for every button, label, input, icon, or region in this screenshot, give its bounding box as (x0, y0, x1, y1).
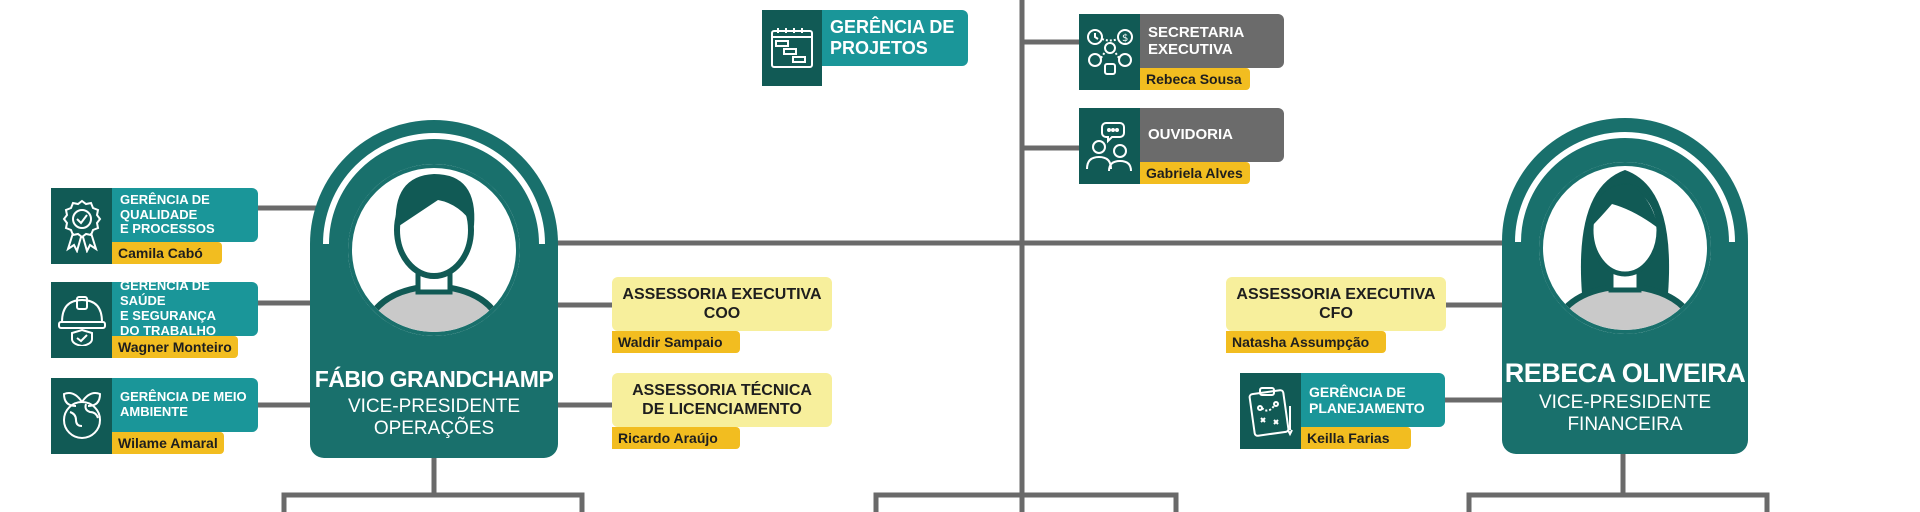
vp-role: VICE-PRESIDENTE FINANCEIRA (1538, 392, 1712, 435)
sub-bracket-right (1466, 492, 1770, 512)
dept-ouvidoria: OUVIDORIA Gabriela Alves (1079, 108, 1284, 184)
male-avatar-icon (310, 120, 558, 350)
planning-clipboard-icon (1240, 373, 1301, 449)
dept-gerencia-meio-ambiente: GERÊNCIA DE MEIO AMBIENTE Wilame Amaral (51, 378, 258, 454)
gantt-chart-icon (762, 10, 822, 86)
dept-gerencia-planejamento: GERÊNCIA DE PLANEJAMENTO Keilla Farias (1240, 373, 1445, 449)
dept-gerencia-projetos: GERÊNCIA DE PROJETOS (762, 10, 968, 86)
female-avatar-icon (1502, 118, 1748, 348)
svg-text:$: $ (1122, 33, 1128, 44)
assessoria-executiva-coo: ASSESSORIA EXECUTIVA COO Waldir Sampaio (612, 277, 832, 353)
dept-title: GERÊNCIA DE PLANEJAMENTO (1301, 373, 1445, 427)
person-name-tag: Camila Cabó (112, 242, 222, 264)
vp-name: FÁBIO GRANDCHAMP (314, 366, 554, 392)
vp-card-operacoes: FÁBIO GRANDCHAMP VICE-PRESIDENTE OPERAÇÕ… (310, 120, 558, 458)
dept-title: GERÊNCIA DE SAÚDE E SEGURANÇA DO TRABALH… (112, 278, 258, 338)
person-name-tag: Wilame Amaral (112, 432, 224, 454)
vp-role: VICE-PRESIDENTE OPERAÇÕES (347, 396, 521, 439)
dept-title: GERÊNCIA DE PROJETOS (822, 10, 968, 66)
dept-gerencia-saude-seguranca: GERÊNCIA DE SAÚDE E SEGURANÇA DO TRABALH… (51, 278, 258, 358)
dept-title: OUVIDORIA (1140, 108, 1284, 162)
dept-title: SECRETARIA EXECUTIVA (1140, 14, 1284, 68)
dept-secretaria-executiva: $ SECRETARIA EXECUTIVA Rebeca Sousa (1079, 14, 1284, 90)
conversation-people-icon (1079, 108, 1140, 184)
assessoria-executiva-cfo: ASSESSORIA EXECUTIVA CFO Natasha Assumpç… (1226, 277, 1446, 353)
quality-award-icon (51, 188, 112, 264)
vp-card-financeira: REBECA OLIVEIRA VICE-PRESIDENTE FINANCEI… (1502, 118, 1748, 454)
dept-title: GERÊNCIA DE MEIO AMBIENTE (112, 378, 258, 432)
person-name-tag: Waldir Sampaio (612, 331, 740, 353)
person-name-tag: Gabriela Alves (1140, 162, 1250, 184)
assessoria-title: ASSESSORIA TÉCNICA DE LICENCIAMENTO (612, 373, 832, 427)
person-name-tag: Rebeca Sousa (1140, 68, 1250, 90)
person-name-tag: Keilla Farias (1301, 427, 1411, 449)
vp-name: REBECA OLIVEIRA (1504, 358, 1746, 388)
person-name-tag: Natasha Assumpção (1226, 331, 1386, 353)
person-name-tag: Ricardo Araújo (612, 427, 740, 449)
dept-gerencia-qualidade: GERÊNCIA DE QUALIDADE E PROCESSOS Camila… (51, 188, 258, 264)
assessoria-title: ASSESSORIA EXECUTIVA CFO (1226, 277, 1446, 331)
sub-bracket-left (281, 492, 585, 512)
executive-workflow-icon: $ (1079, 14, 1140, 90)
assessoria-tecnica-licenciamento: ASSESSORIA TÉCNICA DE LICENCIAMENTO Rica… (612, 373, 832, 449)
sub-bracket-center (873, 492, 1179, 512)
person-name-tag: Wagner Monteiro (112, 336, 238, 358)
assessoria-title: ASSESSORIA EXECUTIVA COO (612, 277, 832, 331)
safety-helmet-icon (51, 282, 112, 358)
dept-title: GERÊNCIA DE QUALIDADE E PROCESSOS (112, 188, 258, 242)
eco-globe-icon (51, 378, 112, 454)
